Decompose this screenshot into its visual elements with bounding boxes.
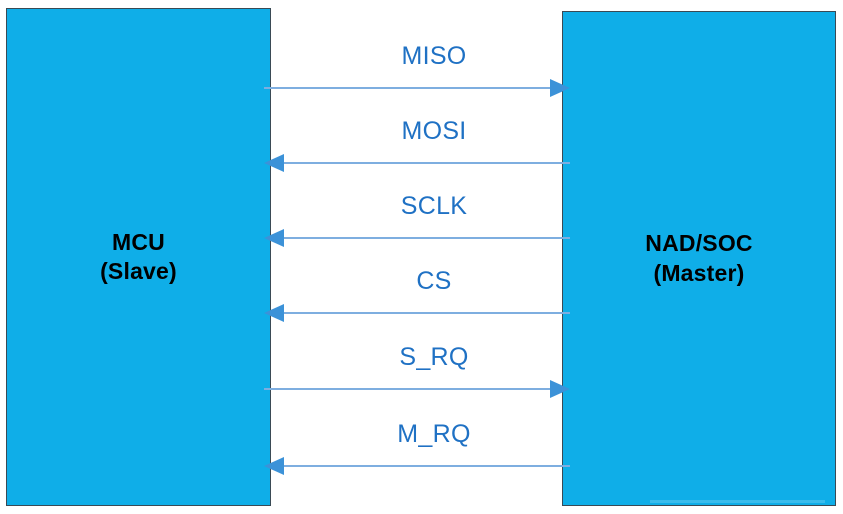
node-nad-soc[interactable]: NAD/SOC (Master) <box>562 11 836 506</box>
node-nad-soc-title: NAD/SOC <box>645 230 753 257</box>
signal-label-sclk: SCLK <box>400 192 468 220</box>
signal-label-m_rq: M_RQ <box>397 420 471 448</box>
arrow-miso-icon <box>264 79 570 97</box>
arrow-mosi-icon <box>264 154 570 172</box>
signal-label-s_rq: S_RQ <box>399 343 469 371</box>
signal-label-miso: MISO <box>401 42 467 70</box>
node-mcu[interactable]: MCU (Slave) <box>6 8 271 506</box>
arrow-sclk-icon <box>264 229 570 247</box>
node-mcu-title: MCU <box>112 228 165 255</box>
arrow-s_rq-icon <box>264 380 570 398</box>
node-nad-soc-role: (Master) <box>653 259 745 286</box>
arrow-m_rq-icon <box>264 457 570 475</box>
arrow-cs-icon <box>264 304 570 322</box>
signal-label-cs: CS <box>416 267 452 295</box>
signal-label-mosi: MOSI <box>401 117 467 145</box>
node-mcu-role: (Slave) <box>100 258 177 284</box>
